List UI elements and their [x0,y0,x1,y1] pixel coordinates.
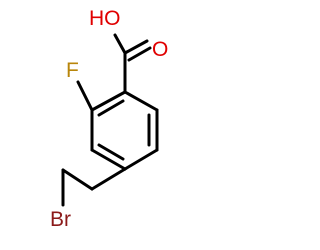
structure-canvas: HO O F Br [50,7,168,231]
bond-carboxyl-double-oxygen-inner [127,46,152,62]
ring-bond-c4-c5 [123,148,159,171]
bond-carboxyl-to-hydroxyl [113,33,127,55]
bromine-label: Br [50,208,71,231]
ring-double-bond-c3-c4 [97,143,125,161]
bond-ring-to-fluorine [76,80,94,112]
bond-methylene-to-methyl-carbon [61,168,94,191]
bond-ring-to-methylene-segment [90,167,127,191]
ring-bond-c1-c2 [90,90,127,112]
ring-double-bond-c1-c2 [97,99,125,117]
carbonyl-oxygen-label: O [152,38,168,61]
ring-bond-c3-c4 [90,148,127,171]
molecule-structure: HO O F Br [50,7,168,231]
bond-carboxyl-double-oxygen-outer [123,39,149,55]
fluorine-label: F [66,59,79,82]
hydroxyl-label: HO [89,7,121,30]
ring-bond-c6-c1 [123,90,159,112]
